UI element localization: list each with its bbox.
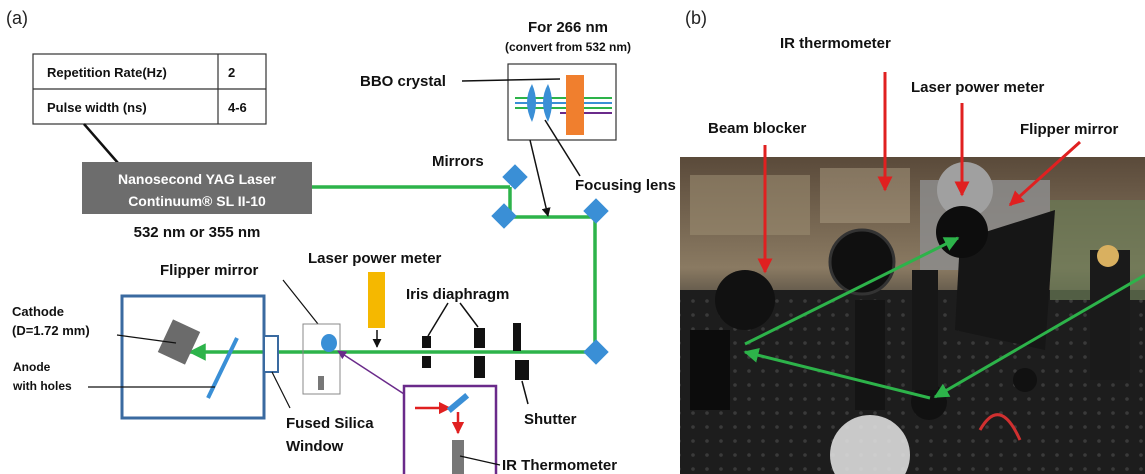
photo-laser-power-meter-label: Laser power meter: [911, 79, 1045, 96]
focusing-lens-shape: [543, 84, 552, 122]
photo-flipper-mirror-label: Flipper mirror: [1020, 121, 1119, 138]
fused-silica-window-shape: [263, 335, 279, 373]
table-row-value: 2: [228, 65, 235, 80]
uv-path-arrow: [529, 139, 551, 217]
laser-box: Nanosecond YAG Laser Continuum® SL II-10: [82, 162, 312, 214]
focusing-lens-shape: [527, 84, 536, 122]
shutter-base: [515, 360, 529, 380]
mirror: [502, 164, 528, 190]
anode-label: Anode: [13, 360, 51, 374]
shutter-blade: [513, 323, 521, 351]
iris-pointer: [459, 302, 479, 328]
laser-model: Continuum® SL II-10: [128, 193, 266, 209]
iris-diaphragm: [422, 328, 485, 378]
flipper-mirror-shape: [321, 334, 337, 352]
shutter-label: Shutter: [524, 411, 577, 428]
lab-photo: [680, 157, 1145, 474]
conversion-subtitle: (convert from 532 nm): [505, 40, 631, 54]
ir-thermometer-label: IR Thermometer: [502, 457, 617, 474]
conversion-box: [507, 63, 617, 141]
anode-desc: with holes: [12, 379, 72, 393]
laser-wavelength: 532 nm or 355 nm: [134, 224, 261, 241]
table-row-name: Repetition Rate(Hz): [47, 65, 167, 80]
photo-beam-path: [743, 236, 1145, 400]
cathode-shape: [157, 319, 201, 365]
vacuum-chamber: [120, 294, 279, 420]
focusing-lens-label: Focusing lens: [575, 177, 676, 194]
flipper-pointer: [282, 279, 319, 325]
iris-pointer: [427, 302, 449, 337]
ir-thermometer-inset: [402, 384, 498, 474]
mirror: [491, 203, 517, 229]
iris-label: Iris diaphragm: [406, 286, 509, 303]
flipper-mirror-label: Flipper mirror: [160, 262, 259, 279]
table-row-value: 4-6: [228, 100, 247, 115]
fused-silica-label-2: Window: [286, 438, 344, 455]
shutter-pointer: [521, 380, 529, 405]
laser-power-meter-label: Laser power meter: [308, 250, 442, 267]
flipper-mount: [318, 376, 324, 390]
laser-name: Nanosecond YAG Laser: [118, 171, 277, 187]
bbo-crystal-shape: [566, 75, 584, 135]
fused-silica-label: Fused Silica: [286, 415, 374, 432]
anode-shape: [206, 337, 239, 399]
panel-a: (a) Repetition Rate(Hz) 2 Pulse width (n…: [6, 8, 676, 474]
window-pointer: [271, 371, 291, 409]
panel-a-label: (a): [6, 8, 28, 28]
laser-power-meter-shape: [368, 272, 385, 328]
bbo-pointer: [461, 78, 561, 82]
flipper-mirror-callout: [1008, 140, 1082, 207]
cathode-diameter: (D=1.72 mm): [12, 323, 90, 338]
conversion-title: For 266 nm: [528, 19, 608, 36]
cathode-pointer: [116, 334, 177, 344]
photo-beam-blocker-label: Beam blocker: [708, 120, 807, 137]
table-connector: [83, 123, 119, 164]
cathode-label: Cathode: [12, 304, 64, 319]
panel-b: (b): [680, 8, 1145, 474]
mirror: [583, 339, 609, 365]
parameter-table: Repetition Rate(Hz) 2 Pulse width (ns) 4…: [32, 53, 267, 125]
mirrors-label: Mirrors: [432, 153, 484, 170]
table-row-name: Pulse width (ns): [47, 100, 147, 115]
bbo-label: BBO crystal: [360, 73, 446, 90]
photo-ir-thermometer-label: IR thermometer: [780, 35, 891, 52]
ir-thermometer-pointer: [459, 455, 501, 466]
mirrors: [491, 164, 609, 365]
panel-b-label: (b): [685, 8, 707, 28]
mirror: [583, 198, 609, 224]
lens-pointer: [544, 119, 581, 177]
